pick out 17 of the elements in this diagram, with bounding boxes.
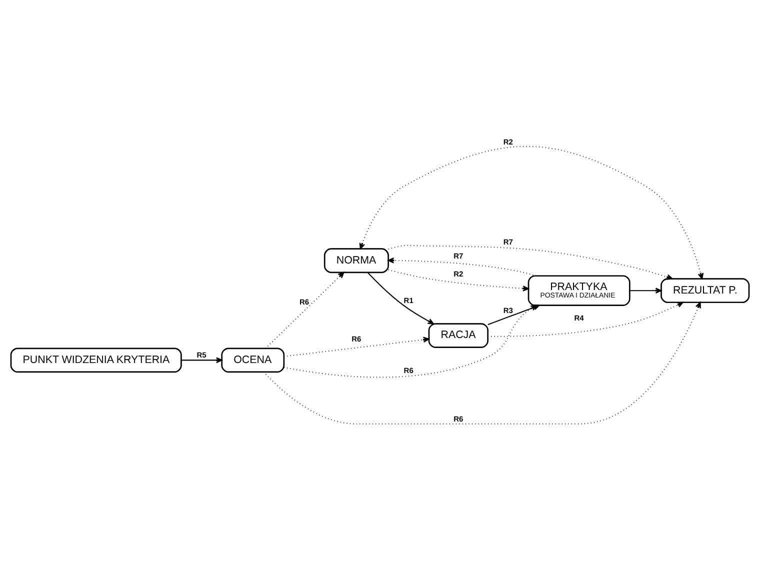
arrow <box>388 257 536 276</box>
node-box: PUNKT WIDZENIA KRYTERIA <box>10 348 182 373</box>
node-box: RACJA <box>428 323 488 348</box>
arrow <box>488 302 684 337</box>
node-box: REZULTAT P. <box>660 278 750 304</box>
arrow <box>388 269 529 292</box>
arrow <box>388 244 673 280</box>
arrow <box>367 272 434 324</box>
arrow <box>284 336 430 358</box>
arrow <box>630 288 662 294</box>
arrow <box>181 357 222 364</box>
arrow <box>265 272 344 349</box>
arrow <box>284 304 538 378</box>
node-box: NORMA <box>324 248 389 274</box>
arrow <box>263 302 701 424</box>
node-box: OCENA <box>221 348 285 373</box>
arrow <box>359 146 704 280</box>
